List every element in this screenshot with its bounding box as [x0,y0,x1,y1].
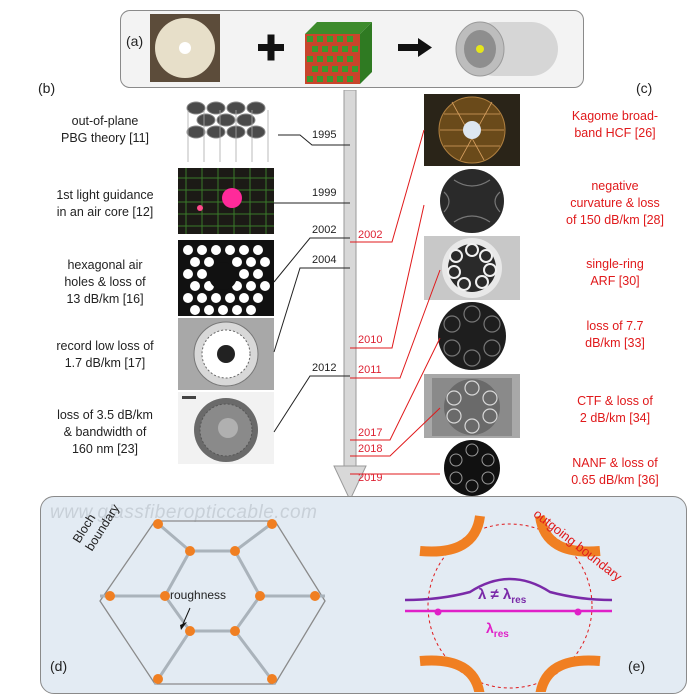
panel-c-label: (c) [636,80,653,96]
roughness-label: roughness [170,588,227,602]
year-2012: 2012 [312,362,337,374]
right-image-single-ring [424,236,520,300]
year-2004: 2004 [312,254,337,266]
year-1995: 1995 [312,129,337,141]
year-2002-right: 2002 [358,229,383,241]
right-item-1: Kagome broad-band HCF [26] [571,109,659,140]
left-image-pbg-lattice [178,96,278,168]
lambda-res-label: λres [486,620,509,640]
panel-e-label: (e) [628,658,646,674]
year-2019: 2019 [358,472,383,484]
panel-a-illustration [150,14,558,84]
fiber-drawing [455,21,558,77]
right-image-loss-7-7 [424,300,520,374]
right-image-negative-curvature [424,168,520,234]
panel-d-label: (d) [50,658,68,674]
timeline-arrow [333,90,367,502]
right-image-kagome [424,94,520,166]
year-2010: 2010 [358,334,383,346]
year-2017: 2017 [358,427,383,439]
panel-d-illustration [99,519,326,685]
year-2018: 2018 [358,443,383,455]
left-image-hexagonal-holes [178,240,274,316]
left-image-light-guidance [178,168,274,234]
left-image-bandwidth [178,392,274,464]
panel-e-illustration [404,515,613,692]
panel-b-label: (b) [38,80,56,96]
left-image-record-loss [178,318,274,390]
panel-a-label: (a) [126,33,144,49]
watermark: www.glassfiberopticcable.com [50,502,318,523]
year-2002-left: 2002 [312,224,337,236]
right-image-nanf [424,438,520,498]
right-image-ctf [424,374,520,440]
lambda-neq-label: λ ≠ λres [478,586,527,606]
stack-cube [305,22,372,84]
year-1999: 1999 [312,187,337,199]
year-2011: 2011 [358,364,382,376]
